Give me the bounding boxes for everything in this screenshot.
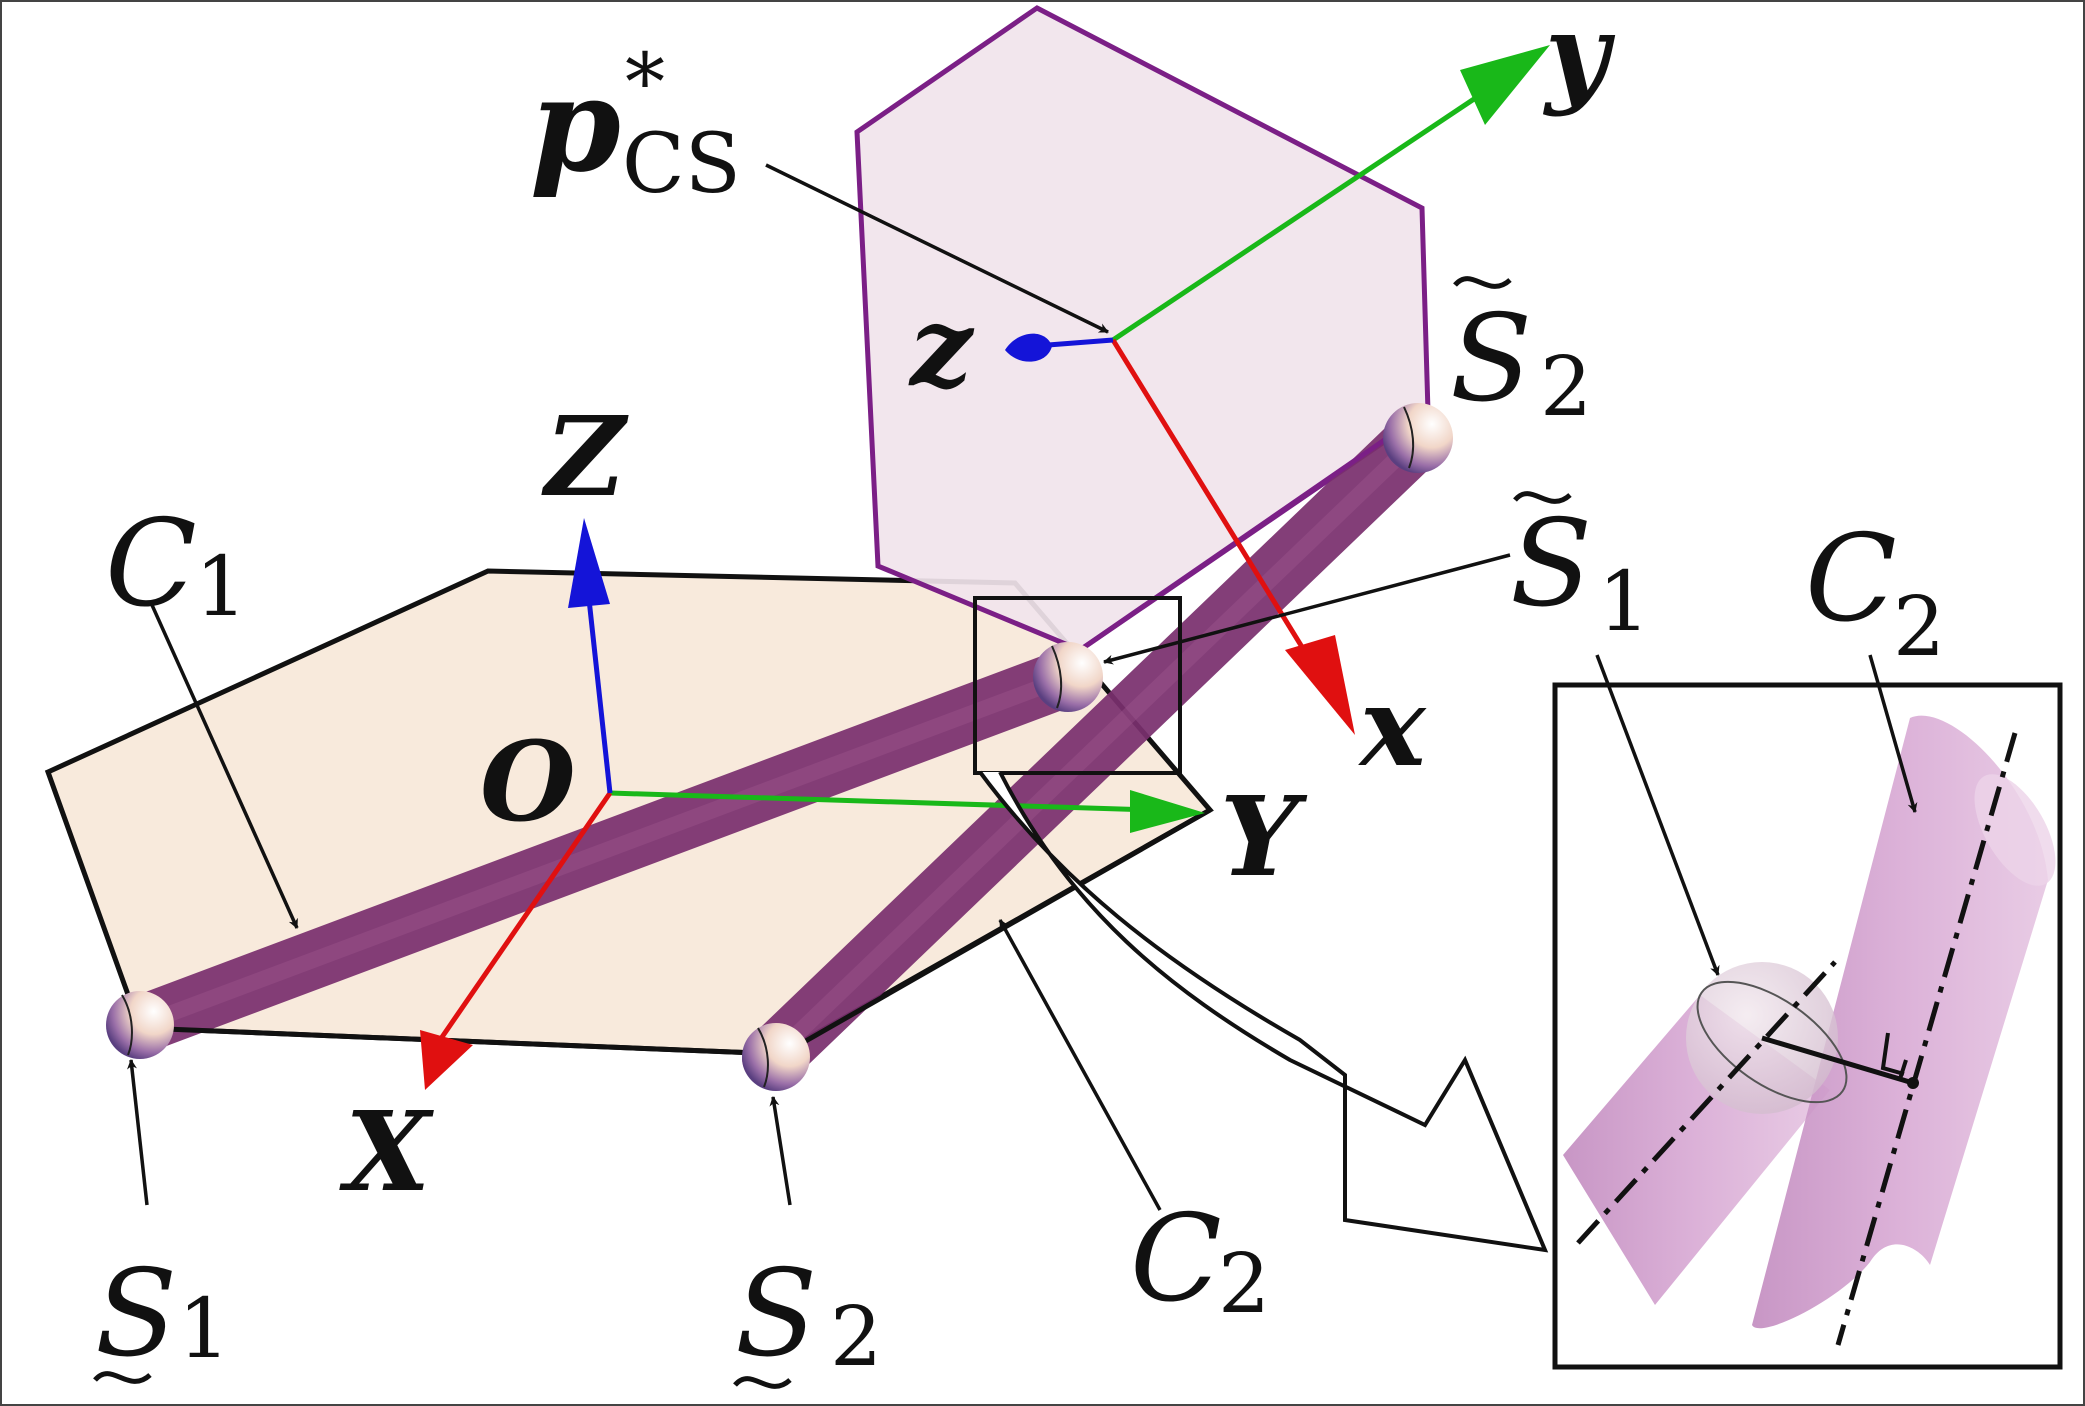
axis-Y-global — [609, 790, 1151, 813]
link-c2 — [742, 408, 1448, 1088]
detail-inset — [1552, 682, 2063, 1370]
leader-c2-inset — [1868, 654, 1918, 813]
svg-text:S: S — [1450, 290, 1532, 429]
label-X-global: X — [339, 1087, 434, 1216]
svg-text:S: S — [1510, 495, 1592, 634]
tilde-under-icon — [93, 1371, 152, 1384]
axis-X-arrowhead — [420, 1030, 473, 1090]
joint-s1 — [106, 991, 174, 1059]
label-s2-tilde: S 2 — [1450, 276, 1592, 435]
svg-text:1: 1 — [1598, 555, 1650, 650]
label-s1: S 1 — [93, 1245, 230, 1384]
label-Y-global: Y — [1220, 772, 1308, 901]
svg-text:S: S — [95, 1245, 177, 1384]
label-c2-inset: C 2 — [1805, 510, 1945, 675]
svg-text:1: 1 — [195, 540, 247, 635]
label-y-local: y — [1542, 0, 1616, 118]
svg-text:p: p — [530, 48, 621, 201]
axis-z-arrowhead — [1005, 333, 1052, 362]
tilde-over-icon — [1513, 491, 1572, 504]
svg-text:2: 2 — [1218, 1237, 1270, 1332]
hollow-arrow-icon — [978, 770, 1549, 1253]
axis-Z-global — [585, 589, 613, 794]
leader-c1 — [150, 604, 299, 929]
svg-text:C: C — [1805, 510, 1897, 649]
leader-s1-tilde — [1103, 553, 1511, 665]
label-c2: C 2 — [1130, 1190, 1270, 1332]
label-s1-tilde: S 1 — [1510, 491, 1650, 650]
detail-selection-box — [973, 596, 1182, 775]
axis-y-arrowhead — [1460, 45, 1550, 125]
axis-X-global — [437, 791, 613, 1042]
label-s2: S 2 — [733, 1245, 882, 1389]
svg-text:2: 2 — [1540, 340, 1592, 435]
svg-text:1: 1 — [178, 1282, 230, 1377]
leader-s1-inset — [1595, 654, 1720, 976]
axis-x-arrowhead — [1285, 635, 1355, 735]
link-c1 — [111, 648, 1097, 1054]
leader-s2 — [769, 1096, 792, 1206]
label-c1: C 1 — [105, 495, 247, 635]
svg-text:C: C — [105, 495, 197, 634]
inset-axis-c1 — [1576, 960, 1837, 1245]
svg-text:*: * — [625, 36, 665, 129]
tilde-over-icon — [1453, 276, 1512, 289]
leader-p-cs — [765, 163, 1109, 334]
axis-x-local — [1110, 338, 1313, 662]
label-x-local: x — [1358, 662, 1427, 791]
label-Z-global: Z — [541, 392, 629, 521]
svg-text:C: C — [1130, 1190, 1222, 1329]
joint-s1-tilde — [1033, 642, 1103, 712]
svg-text:CS: CS — [622, 117, 741, 212]
svg-text:2: 2 — [830, 1290, 882, 1385]
axis-Y-arrowhead — [1130, 790, 1205, 833]
label-O: O — [480, 717, 576, 846]
inset-axis-c2 — [1835, 732, 2018, 1346]
label-z-local: z — [908, 282, 975, 411]
axis-y-local — [1111, 92, 1482, 343]
leader-c2 — [998, 919, 1162, 1211]
label-p-cs: p * CS — [530, 36, 741, 212]
svg-text:S: S — [735, 1245, 817, 1384]
axis-Z-arrowhead — [568, 518, 610, 608]
leader-s1 — [127, 1059, 149, 1206]
joint-s2 — [742, 1023, 810, 1091]
joint-s2-tilde — [1383, 403, 1453, 473]
svg-text:2: 2 — [1893, 580, 1945, 675]
tilde-under-icon — [733, 1376, 792, 1389]
